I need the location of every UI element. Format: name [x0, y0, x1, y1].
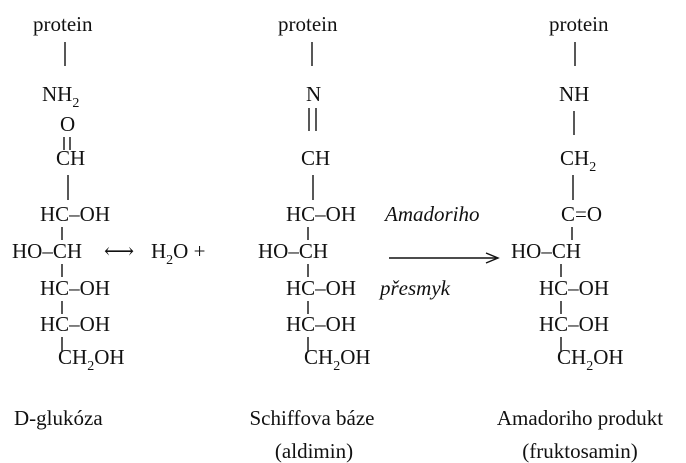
amadori-product-alt-name: (fruktosamin) — [522, 439, 637, 463]
glucose-protein-label: protein — [33, 12, 93, 36]
schiff-base-name: Schiffova báze — [250, 406, 375, 430]
schiff-base-structure: protein N CH HC–OH HO–CH HC–OH HC–OH CH2… — [258, 12, 371, 374]
equilibrium-arrow: ⟷ — [104, 239, 134, 263]
glucose-c2: HC–OH — [40, 202, 110, 226]
amadori-c4: HC–OH — [539, 276, 609, 300]
glucose-name: D-glukóza — [14, 406, 103, 430]
amadori-ch2: CH2 — [560, 146, 596, 175]
schiff-base-alt-name: (aldimin) — [275, 439, 353, 463]
glucose-amine-group: NH2 — [42, 82, 79, 111]
reaction-arrow-head — [485, 252, 500, 264]
glucose-aldehyde-ch: CH — [56, 146, 85, 170]
amadori-c6: CH2OH — [557, 345, 624, 374]
glucose-aldehyde-oxygen: O — [60, 112, 75, 136]
amadori-nh: NH — [559, 82, 589, 106]
water-molecule: H2O + — [151, 239, 205, 268]
amadori-product-structure: protein NH CH2 C=O HO–CH HC–OH HC–OH CH2… — [511, 12, 624, 374]
amadori-protein-label: protein — [549, 12, 609, 36]
glucose-c6: CH2OH — [58, 345, 125, 374]
schiff-ch: CH — [301, 146, 330, 170]
amadori-rearrangement: Amadoriho přesmyk — [378, 202, 500, 300]
glucose-structure: protein NH2 O CH HC–OH HO–CH HC–OH HC–OH… — [12, 12, 125, 374]
rearrangement-label-bottom: přesmyk — [378, 276, 451, 300]
amadori-c5: HC–OH — [539, 312, 609, 336]
schiff-c5: HC–OH — [286, 312, 356, 336]
amadori-product-name: Amadoriho produkt — [497, 406, 663, 430]
amadori-carbonyl: C=O — [561, 202, 602, 226]
amadori-c3: HO–CH — [511, 239, 581, 263]
schiff-c4: HC–OH — [286, 276, 356, 300]
schiff-c2: HC–OH — [286, 202, 356, 226]
water-release: ⟷ H2O + — [104, 239, 205, 268]
schiff-protein-label: protein — [278, 12, 338, 36]
schiff-nitrogen: N — [306, 82, 321, 106]
glucose-c3: HO–CH — [12, 239, 82, 263]
schiff-c6: CH2OH — [304, 345, 371, 374]
glucose-c5: HC–OH — [40, 312, 110, 336]
rearrangement-label-top: Amadoriho — [383, 202, 480, 226]
schiff-c3: HO–CH — [258, 239, 328, 263]
glucose-c4: HC–OH — [40, 276, 110, 300]
